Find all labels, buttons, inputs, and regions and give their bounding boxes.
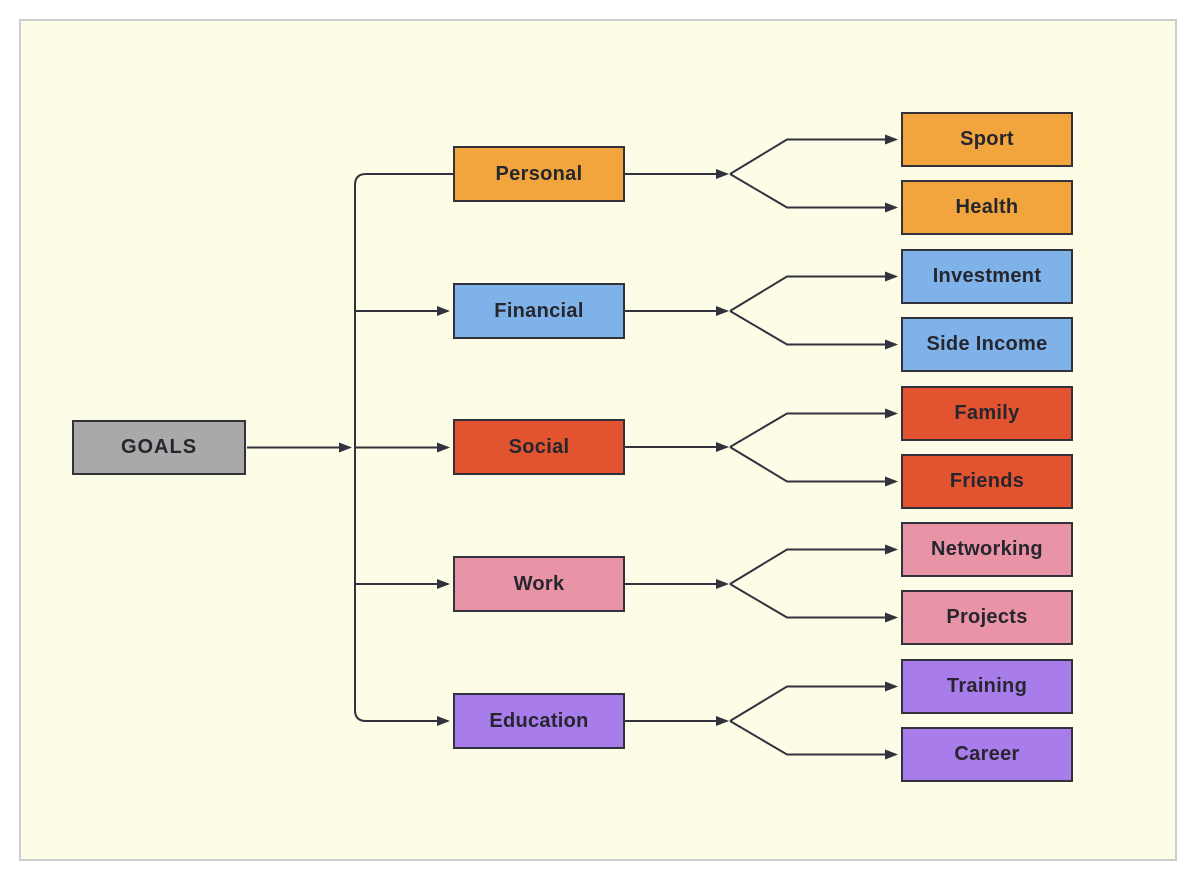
node-goals[interactable]: GOALS [72, 420, 246, 475]
node-health[interactable]: Health [901, 180, 1073, 235]
node-education[interactable]: Education [453, 693, 625, 749]
node-sport[interactable]: Sport [901, 112, 1073, 167]
node-friends[interactable]: Friends [901, 454, 1073, 509]
node-training[interactable]: Training [901, 659, 1073, 714]
node-side-income[interactable]: Side Income [901, 317, 1073, 372]
node-social[interactable]: Social [453, 419, 625, 475]
node-career[interactable]: Career [901, 727, 1073, 782]
node-financial[interactable]: Financial [453, 283, 625, 339]
node-personal[interactable]: Personal [453, 146, 625, 202]
node-networking[interactable]: Networking [901, 522, 1073, 577]
node-investment[interactable]: Investment [901, 249, 1073, 304]
node-family[interactable]: Family [901, 386, 1073, 441]
node-work[interactable]: Work [453, 556, 625, 612]
node-projects[interactable]: Projects [901, 590, 1073, 645]
